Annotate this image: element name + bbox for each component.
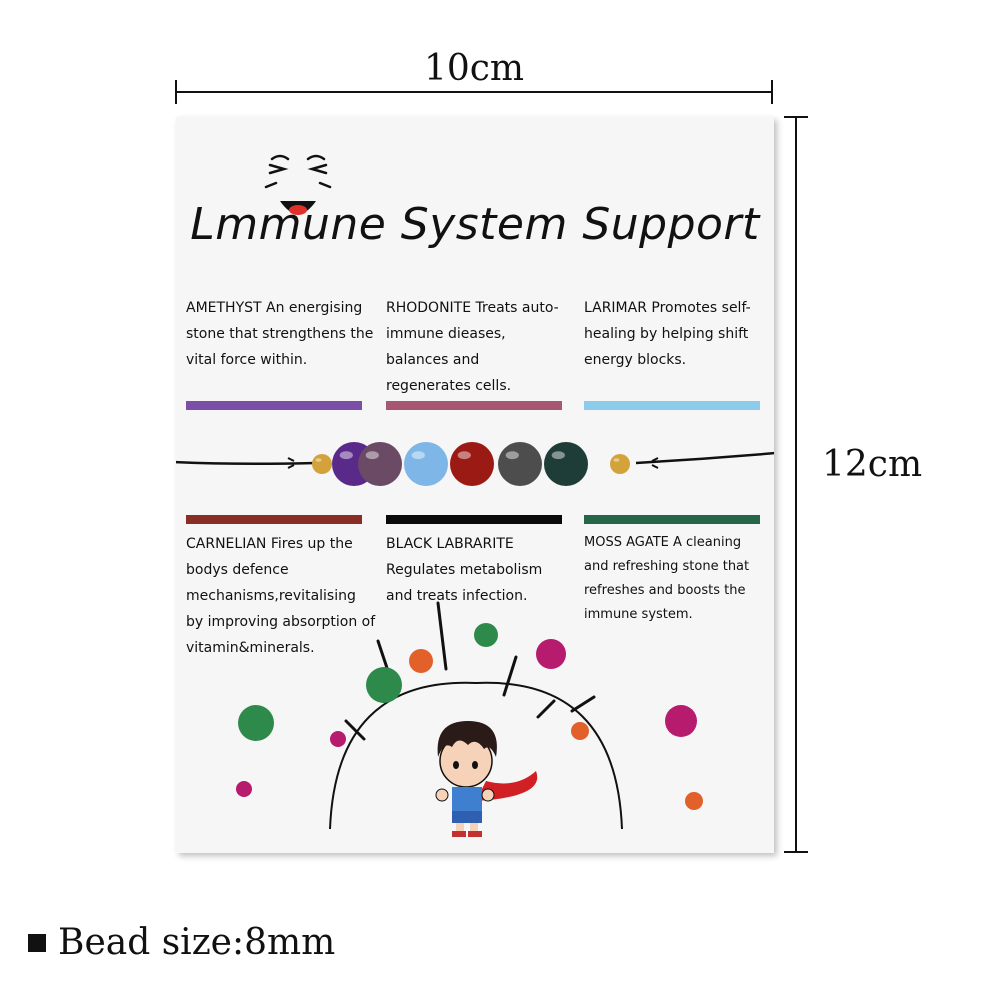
bead-highlight	[551, 451, 565, 460]
product-card: Lmmune System Support AMETHYST An energi…	[176, 117, 774, 853]
stone-description-amethyst: AMETHYST An energising stone that streng…	[186, 300, 374, 368]
bead-size-text: Bead size:8mm	[58, 922, 336, 963]
color-bar-amethyst	[186, 401, 362, 410]
gold-spacer-bead	[610, 454, 630, 474]
color-bar-black-labradorite	[386, 515, 562, 524]
smiley-face-icon	[264, 154, 332, 215]
bead-highlight	[365, 451, 379, 460]
force-field-lines	[344, 601, 596, 741]
bead-highlight	[315, 458, 322, 462]
stone-description-moss-agate: MOSS AGATE A cleaning and refreshing sto…	[584, 535, 750, 622]
virus-icon	[236, 623, 703, 810]
bead-size-caption: Bead size:8mm	[28, 922, 335, 963]
stone-description-larimar: LARIMAR Promotes self-healing by helping…	[584, 300, 751, 368]
bead-highlight	[505, 451, 519, 460]
height-label: 12cm	[822, 444, 923, 485]
bead-highlight	[339, 451, 353, 460]
card-title: Lmmune System Support	[190, 199, 760, 250]
larimar-bead	[404, 442, 448, 486]
hero-boy-icon	[435, 721, 538, 837]
stone-description-rhodonite: RHODONITE Treats auto-immune dieases, ba…	[386, 300, 559, 394]
carnelian-bead	[450, 442, 494, 486]
stone-description-carnelian: CARNELIAN Fires up the bodys defence mec…	[186, 536, 376, 656]
color-bar-larimar	[584, 401, 760, 410]
gold-spacer-bead	[312, 454, 332, 474]
bead-highlight	[457, 451, 471, 460]
labradorite-bead	[498, 442, 542, 486]
bead-highlight	[411, 451, 425, 460]
stone-description-black-labradorite: BLACK LABRARITE Regulates metabolism and…	[386, 536, 543, 604]
bracelet-illustration	[176, 442, 774, 486]
rhodonite-bead	[358, 442, 402, 486]
moss-agate-bead	[544, 442, 588, 486]
bead-highlight	[613, 458, 620, 462]
color-bar-rhodonite	[386, 401, 562, 410]
superhero-scene	[236, 601, 703, 837]
color-bar-moss-agate	[584, 515, 760, 524]
color-bar-carnelian	[186, 515, 362, 524]
width-label: 10cm	[423, 48, 525, 89]
bullet-square-icon	[28, 933, 46, 952]
